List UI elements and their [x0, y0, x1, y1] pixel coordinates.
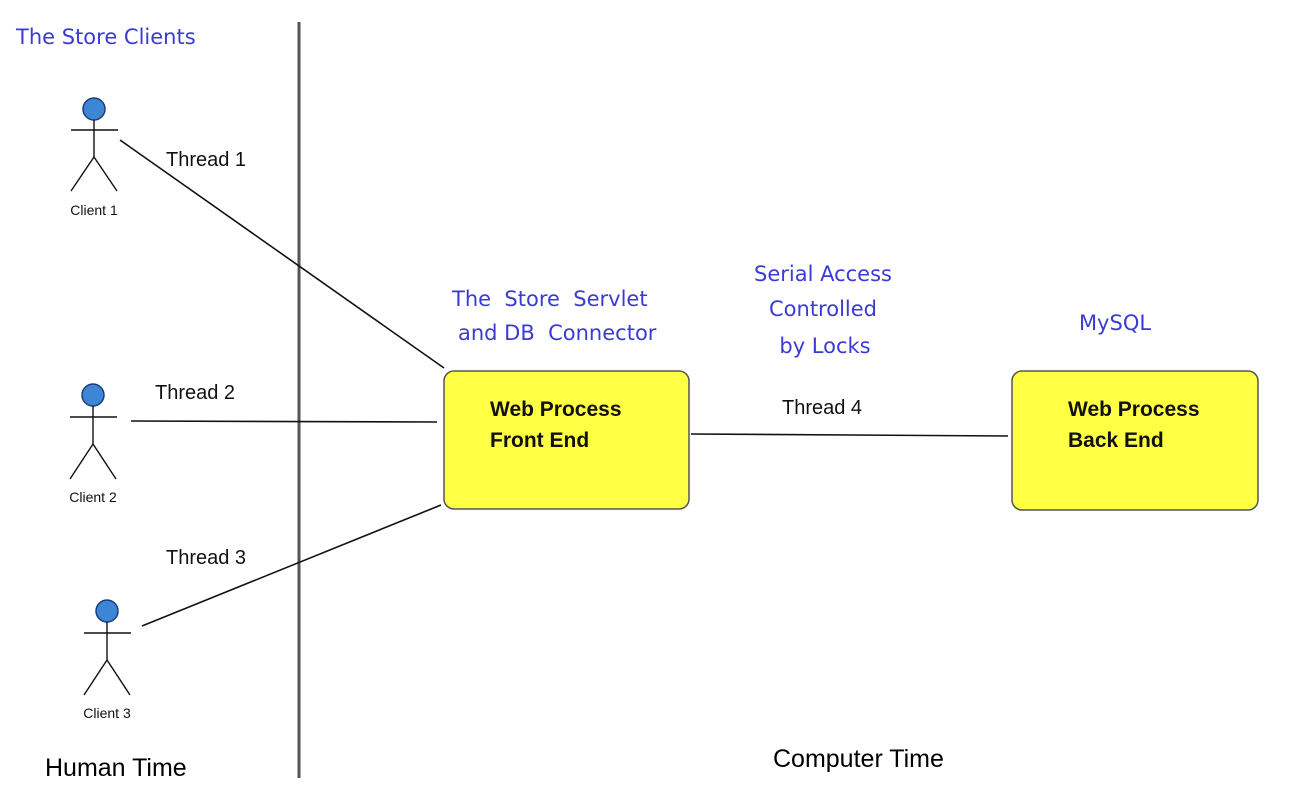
- actor-right-leg: [93, 156, 118, 192]
- thread-4-label: Thread 4: [782, 397, 862, 419]
- serial-access-line-2: Controlled: [769, 297, 877, 321]
- actor-head-icon: [95, 599, 119, 623]
- human-time-label: Human Time: [45, 754, 187, 782]
- back-end-label-line-1: Web Process: [1068, 398, 1200, 421]
- client-1-label: Client 1: [70, 202, 118, 218]
- actor-left-leg: [83, 659, 108, 696]
- diagram-title: The Store Clients: [15, 25, 196, 49]
- client-2-actor: Client 2: [69, 383, 117, 505]
- back-end-label-line-2: Back End: [1068, 429, 1164, 452]
- actor-right-leg: [92, 443, 117, 480]
- thread-3-label: Thread 3: [166, 547, 246, 569]
- thread-2-label: Thread 2: [155, 382, 235, 404]
- client-3-actor: Client 3: [83, 599, 131, 721]
- front-end-process-box: [443, 370, 690, 510]
- thread-3-connector: [141, 504, 442, 627]
- actor-head-icon: [81, 383, 105, 407]
- computer-time-label: Computer Time: [773, 745, 944, 773]
- back-end-caption: MySQL: [1079, 311, 1151, 335]
- thread-4-connector: [690, 433, 1009, 437]
- front-end-label-line-2: Front End: [490, 429, 589, 452]
- client-3-label: Client 3: [83, 705, 131, 721]
- thread-1-connector: [119, 139, 445, 369]
- thread-1-label: Thread 1: [166, 149, 246, 171]
- front-end-label-line-1: Web Process: [490, 398, 622, 421]
- back-end-process-box: [1011, 370, 1259, 511]
- serial-access-line-1: Serial Access: [754, 262, 892, 286]
- client-1-actor: Client 1: [70, 97, 118, 218]
- front-end-caption-line-2: and DB Connector: [458, 321, 657, 345]
- client-2-label: Client 2: [69, 489, 117, 505]
- thread-2-connector: [130, 420, 438, 423]
- front-end-caption-line-1: The Store Servlet: [451, 287, 648, 311]
- actor-head-icon: [82, 97, 106, 121]
- actor-left-leg: [70, 156, 95, 192]
- actor-left-leg: [69, 443, 94, 480]
- actor-right-leg: [106, 659, 131, 696]
- serial-access-line-3: by Locks: [779, 334, 870, 358]
